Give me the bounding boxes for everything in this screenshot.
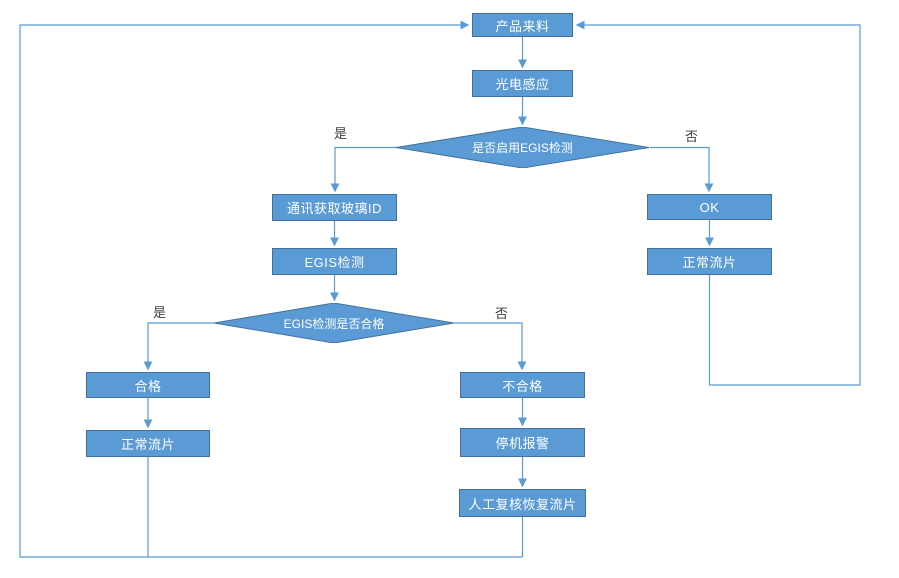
node-fail: 不合格 — [460, 372, 585, 398]
node-product-incoming: 产品来料 — [472, 13, 573, 37]
node-label: 合格 — [134, 378, 162, 394]
branch-label-enable-no: 否 — [685, 129, 699, 144]
decision-egis-pass: EGIS检测是否合格 — [214, 303, 454, 343]
node-egis-test: EGIS检测 — [272, 248, 397, 275]
diamond-shape — [214, 303, 454, 343]
node-stop-alarm: 停机报警 — [460, 428, 585, 457]
node-label: 通讯获取玻璃ID — [286, 201, 382, 216]
node-label: 正常流片 — [120, 437, 175, 452]
node-normal-flow-right: 正常流片 — [647, 248, 772, 275]
node-pass: 合格 — [86, 372, 210, 398]
node-label: EGIS检测 — [304, 255, 365, 270]
node-manual-review: 人工复核恢复流片 — [459, 489, 586, 517]
connector-decision-no-to-ok — [650, 146, 714, 193]
decision-label: 是否启用EGIS检测 — [472, 141, 573, 155]
node-normal-flow-left: 正常流片 — [86, 430, 210, 457]
node-label: 光电感应 — [495, 77, 550, 92]
node-label: 停机报警 — [495, 436, 550, 451]
node-ok: OK — [647, 194, 772, 220]
connector-decision-pass-yes-to-pass — [143, 322, 214, 371]
branch-label-enable-yes: 是 — [334, 126, 348, 141]
decision-enable-egis: 是否启用EGIS检测 — [396, 127, 649, 168]
diamond-shape — [396, 127, 649, 168]
node-label: 产品来料 — [495, 18, 550, 34]
node-label: 正常流片 — [682, 255, 737, 270]
decision-label: EGIS检测是否合格 — [283, 316, 385, 331]
connector-decision-yes-to-get-glass-id — [330, 146, 397, 193]
node-photoelectric-sensing: 光电感应 — [472, 70, 573, 97]
node-label: 人工复核恢复流片 — [468, 496, 577, 512]
node-label: OK — [699, 199, 720, 215]
connector-bottom-loop-to-incoming — [19, 20, 523, 558]
node-label: 不合格 — [502, 378, 543, 394]
branch-label-pass-no: 否 — [495, 306, 509, 321]
branch-label-pass-yes: 是 — [153, 305, 167, 320]
connector-right-loop-to-incoming — [575, 20, 861, 386]
node-get-glass-id: 通讯获取玻璃ID — [272, 194, 397, 221]
connector-decision-pass-no-to-fail — [454, 322, 527, 371]
